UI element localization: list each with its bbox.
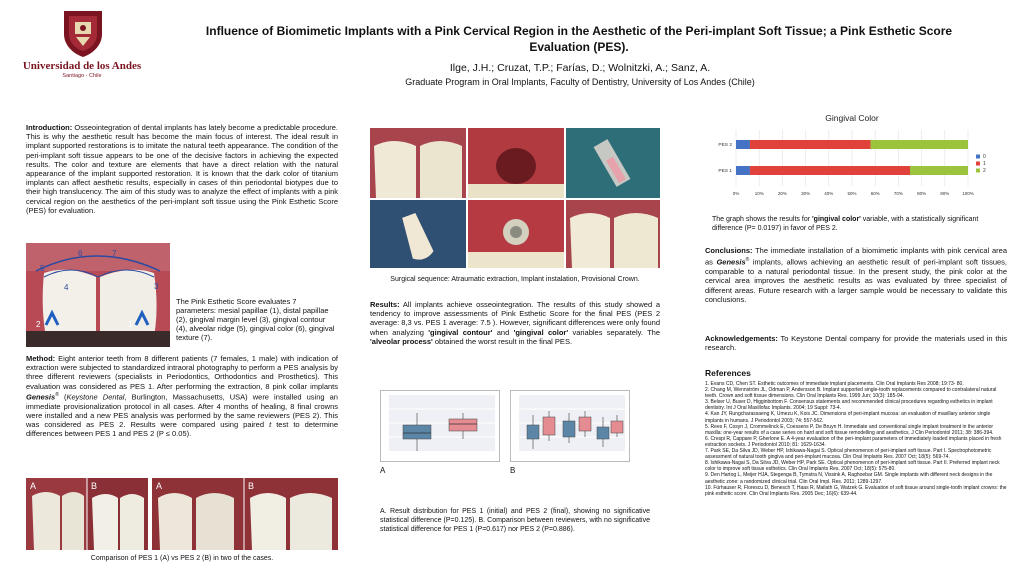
acknowledgements-section: Acknowledgements: To Keystone Dental com… bbox=[705, 334, 1007, 353]
comparison-label-b1: B bbox=[91, 481, 97, 491]
legend-label: 1 bbox=[983, 161, 986, 167]
x-tick-label: 70% bbox=[894, 191, 903, 196]
legend-label: 2 bbox=[983, 168, 986, 174]
university-city: Santiago - Chile bbox=[62, 73, 102, 79]
bar-segment bbox=[870, 140, 968, 149]
reference-item: 6. Crespi R, Cappare P, Gherlone E. A 4-… bbox=[705, 435, 1002, 448]
x-tick-label: 10% bbox=[755, 191, 764, 196]
x-tick-label: 20% bbox=[778, 191, 787, 196]
method-section: Method: Eight anterior teeth from 8 diff… bbox=[26, 354, 338, 439]
method-heading: Method: bbox=[26, 354, 56, 363]
bar-segment bbox=[736, 166, 750, 175]
comparison-photo-case-2: A B bbox=[152, 478, 338, 550]
x-tick-label: 50% bbox=[847, 191, 856, 196]
chart-title: Gingival Color bbox=[825, 113, 879, 123]
pes-label-3: 3 bbox=[154, 282, 159, 291]
pes-label-7: 7 bbox=[112, 249, 117, 258]
x-tick-label: 30% bbox=[801, 191, 810, 196]
poster-affiliation: Graduate Program in Oral Implants, Facul… bbox=[405, 77, 755, 87]
pes-label-1: 1 bbox=[128, 320, 133, 329]
boxplot-b bbox=[510, 390, 630, 462]
surgical-sequence-photos bbox=[370, 128, 660, 268]
reference-item: 7. Park SE, Da Silva JD, Weber HP, Ishik… bbox=[705, 448, 992, 461]
reference-item: 1. Evans CD, Chen ST. Esthetic outcomes … bbox=[705, 381, 964, 387]
gingival-color-chart-caption: The graph shows the results for 'gingiva… bbox=[712, 216, 979, 232]
comparison-label-b2: B bbox=[248, 481, 254, 491]
reference-item: 8. Ishikawa-Nagai S, Da Silva JD, Weber … bbox=[705, 460, 1000, 473]
comparison-photo-case-1: A B bbox=[26, 478, 148, 550]
reference-item: 4. Kan JY, Rungcharassaeng K, Umezu K, K… bbox=[705, 411, 991, 424]
comparison-label-a1: A bbox=[30, 481, 36, 491]
x-tick-label: 100% bbox=[962, 191, 974, 196]
legend-swatch bbox=[976, 154, 980, 159]
reference-item: 2. Chang M, Wennström JL, Odman P, Ander… bbox=[705, 387, 997, 400]
comparison-label-a2: A bbox=[156, 481, 162, 491]
bar-segment bbox=[736, 140, 750, 149]
boxplot-b-label: B bbox=[510, 466, 516, 475]
bar-segment bbox=[749, 140, 871, 149]
pes-label-6: 6 bbox=[78, 249, 83, 258]
comparison-caption: Comparison of PES 1 (A) vs PES 2 (B) in … bbox=[90, 555, 274, 562]
pes-parameters-caption: The Pink Esthetic Score evaluates 7 para… bbox=[176, 297, 335, 342]
x-tick-label: 90% bbox=[940, 191, 949, 196]
poster-authors: Ilge, J.H.; Cruzat, T.P.; Farías, D.; Wo… bbox=[449, 62, 711, 74]
university-name: Universidad de los Andes bbox=[22, 60, 142, 72]
legend-swatch bbox=[976, 161, 980, 166]
gingival-color-chart: Gingival Color 0% 10% 20% 30% 40% 50% 60% 70% 80%… bbox=[700, 112, 1010, 212]
bar-segment bbox=[910, 166, 968, 175]
x-tick-label: 80% bbox=[917, 191, 926, 196]
conclusions-heading: Conclusions: bbox=[705, 246, 753, 255]
category-label: PES 2 bbox=[718, 142, 732, 148]
bar-segment bbox=[749, 166, 910, 175]
x-tick-label: 0% bbox=[733, 191, 740, 196]
acknowledgements-heading: Acknowledgements: bbox=[705, 334, 778, 343]
legend-label: 0 bbox=[983, 154, 986, 160]
x-tick-label: 40% bbox=[824, 191, 833, 196]
pes-label-4: 4 bbox=[64, 283, 69, 292]
category-label: PES 1 bbox=[718, 168, 732, 174]
introduction-heading: Introduction: bbox=[26, 123, 73, 132]
genesis-brand: Genesis bbox=[26, 392, 56, 402]
boxplots-caption: A. Result distribution for PES 1 (initia… bbox=[380, 508, 650, 533]
conclusions-section: Conclusions: The immediate installation … bbox=[705, 246, 1007, 305]
legend-swatch bbox=[976, 168, 980, 173]
results-heading: Results: bbox=[370, 300, 400, 309]
results-section: Results: All implants achieve osseointeg… bbox=[370, 300, 661, 346]
reference-item: 10. Fürhauser R, Florescu D, Benesch T, … bbox=[705, 484, 1007, 497]
x-tick-label: 60% bbox=[871, 191, 880, 196]
introduction-section: Introduction: Osseointegration of dental… bbox=[26, 123, 338, 241]
boxplot-a-label: A bbox=[380, 466, 386, 475]
reference-item: 5. Rees F, Cosyn J, Crommelinck E, Coess… bbox=[705, 423, 994, 436]
pes-label-2: 2 bbox=[36, 320, 41, 329]
pes-parameters-photo: 5 6 7 4 3 1 2 bbox=[26, 243, 170, 347]
surgical-sequence-caption: Surgical sequence: Atraumatic extraction… bbox=[390, 276, 640, 283]
pes-label-5: 5 bbox=[40, 264, 45, 273]
introduction-text: Osseointegration of dental implants has … bbox=[26, 123, 338, 215]
poster-title: Influence of Biomimetic Implants with a … bbox=[205, 24, 953, 54]
reference-item: 9. Den Hartog L, Meijer HJA, Stegenga B,… bbox=[705, 472, 993, 485]
university-crest-logo bbox=[64, 11, 102, 57]
references-heading: References bbox=[705, 368, 751, 378]
reference-item: 3. Belser U, Buser D, Higginbottom F. Co… bbox=[705, 399, 993, 412]
references-list: 1. Evans CD, Chen ST. Esthetic outcomes … bbox=[705, 381, 1009, 497]
boxplot-a bbox=[380, 390, 500, 462]
